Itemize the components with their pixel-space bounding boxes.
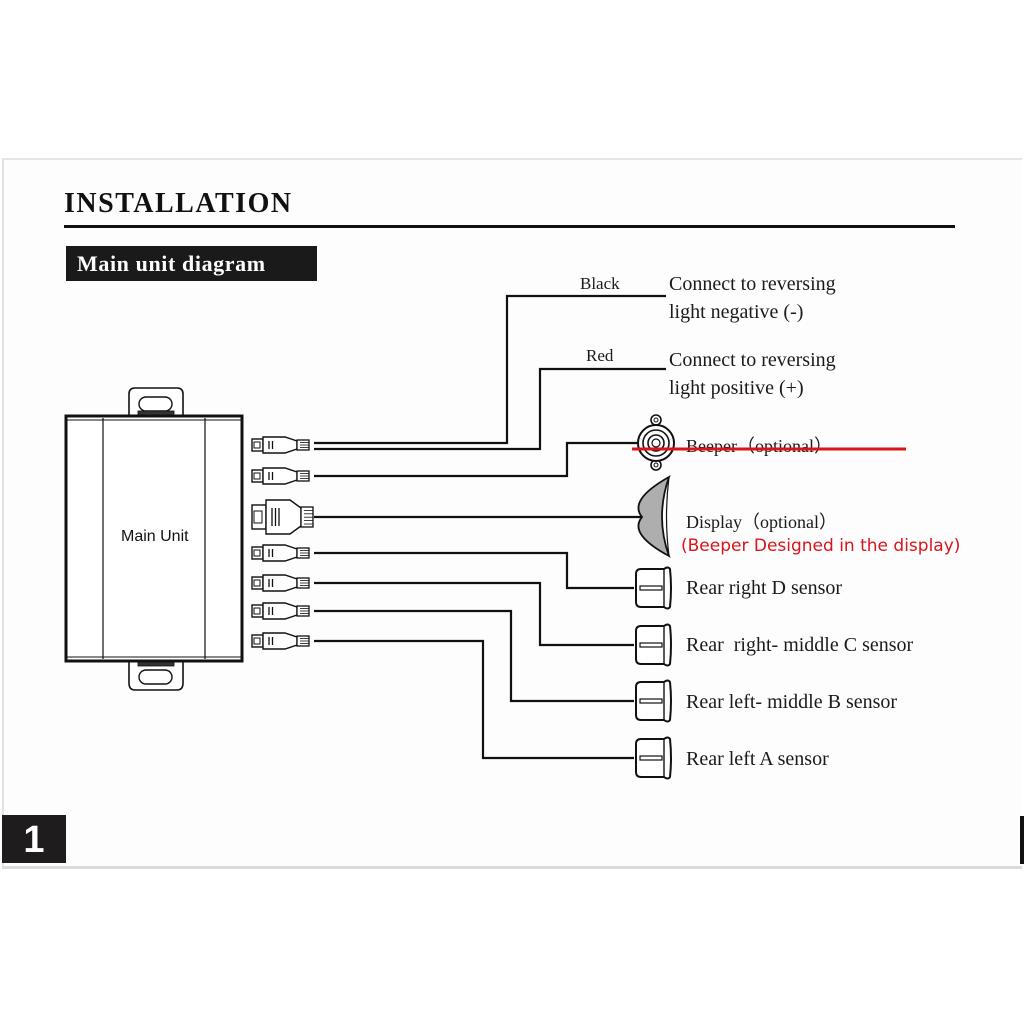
- display-beeper-note: (Beeper Designed in the display): [681, 536, 961, 556]
- connector: [251, 574, 310, 592]
- red-wire: [314, 367, 666, 451]
- beeper-icon: [637, 414, 675, 471]
- sensor-c-label: Rear right- middle C sensor: [686, 634, 914, 656]
- display-connector: [251, 499, 314, 535]
- sensor-a-label: Rear left A sensor: [686, 748, 829, 770]
- page-number: 1: [2, 815, 66, 863]
- black-wire-description-line-1: Connect to reversing: [669, 273, 836, 295]
- black-wire-inner: [314, 301, 512, 448]
- connector: [251, 632, 310, 650]
- sensor-d-label: Rear right D sensor: [686, 577, 843, 599]
- subsection-heading: Main unit diagram: [66, 246, 317, 281]
- sensor-d-icon: [635, 566, 672, 610]
- beeper-wire: [314, 441, 645, 478]
- black-wire-label: Black: [580, 274, 620, 293]
- red-wire-description-line-1: Connect to reversing: [669, 349, 836, 371]
- black-wire-description: Connect to reversing light negative (-): [669, 270, 836, 326]
- bottom-tab-slot: [138, 669, 173, 685]
- section-heading: INSTALLATION: [64, 188, 293, 219]
- connector: [251, 436, 310, 454]
- top-tab-slot: [138, 396, 173, 412]
- display-label: Display（optional）: [686, 512, 837, 532]
- sensor-c-icon: [635, 623, 672, 667]
- sensor-b-wire: [314, 609, 634, 703]
- sensor-a-icon: [635, 736, 672, 780]
- sensor-b-icon: [635, 679, 672, 723]
- connector: [251, 602, 310, 620]
- red-wire-description: Connect to reversing light positive (+): [669, 346, 836, 402]
- beeper-label: Beeper（optional）: [686, 436, 832, 456]
- connector: [251, 467, 310, 485]
- sensor-b-label: Rear left- middle B sensor: [686, 691, 898, 713]
- black-wire-description-line-2: light negative (-): [669, 301, 804, 323]
- main-unit-label: Main Unit: [121, 528, 189, 545]
- main-unit: [64, 387, 244, 691]
- connector-group: [251, 436, 314, 650]
- red-wire-description-line-2: light positive (+): [669, 377, 804, 399]
- sensor-c-wire: [314, 581, 634, 647]
- heading-rule: [64, 225, 955, 228]
- display-icon: [637, 475, 671, 558]
- connector: [251, 544, 310, 562]
- sensor-d-wire: [314, 551, 634, 590]
- black-wire: [314, 294, 666, 445]
- red-wire-label: Red: [586, 346, 614, 365]
- page-edge-mark: [1020, 816, 1024, 864]
- sensor-a-wire: [314, 639, 634, 760]
- sensor-group: [635, 566, 672, 780]
- main-unit-case: [64, 414, 244, 663]
- wire-routes: [314, 294, 666, 760]
